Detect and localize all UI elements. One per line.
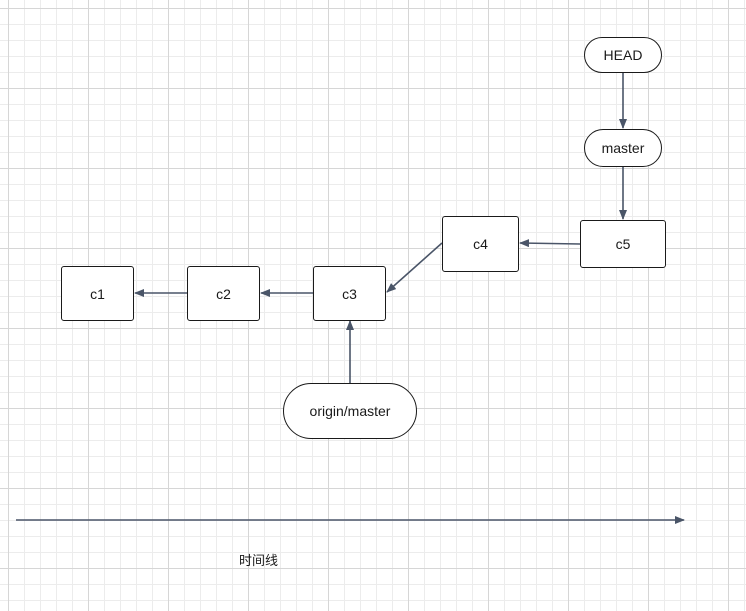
- master-branch[interactable]: master: [584, 129, 662, 167]
- head-pointer[interactable]: HEAD: [584, 37, 662, 73]
- timeline-label: 时间线: [239, 554, 279, 569]
- arrow-c5-to-c4: [519, 239, 581, 248]
- origin-master-branch[interactable]: origin/master: [283, 383, 417, 439]
- commit-c1[interactable]: c1: [61, 266, 134, 321]
- commit-c3[interactable]: c3: [313, 266, 386, 321]
- commit-c2[interactable]: c2: [187, 266, 260, 321]
- commit-c4[interactable]: c4: [442, 216, 519, 272]
- commit-c5[interactable]: c5: [580, 220, 666, 268]
- arrow-c4-to-c3: [386, 242, 443, 293]
